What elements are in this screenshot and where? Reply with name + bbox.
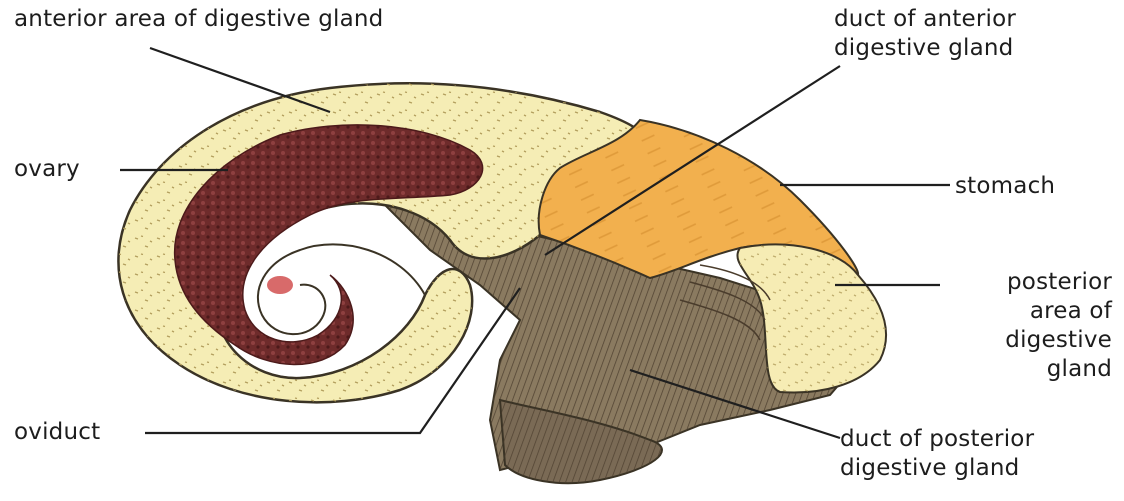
label-stomach: stomach: [955, 172, 1055, 201]
ovary-center: [267, 276, 293, 294]
label-anterior-area: anterior area of digestive gland: [14, 5, 383, 34]
label-posterior-area: posterior area of digestive gland: [940, 268, 1112, 384]
callout-line-anterior-area: [150, 48, 330, 112]
label-duct-posterior: duct of posterior digestive gland: [840, 425, 1034, 483]
label-oviduct: oviduct: [14, 418, 100, 447]
label-ovary: ovary: [14, 155, 80, 184]
label-duct-anterior: duct of anterior digestive gland: [834, 5, 1016, 63]
